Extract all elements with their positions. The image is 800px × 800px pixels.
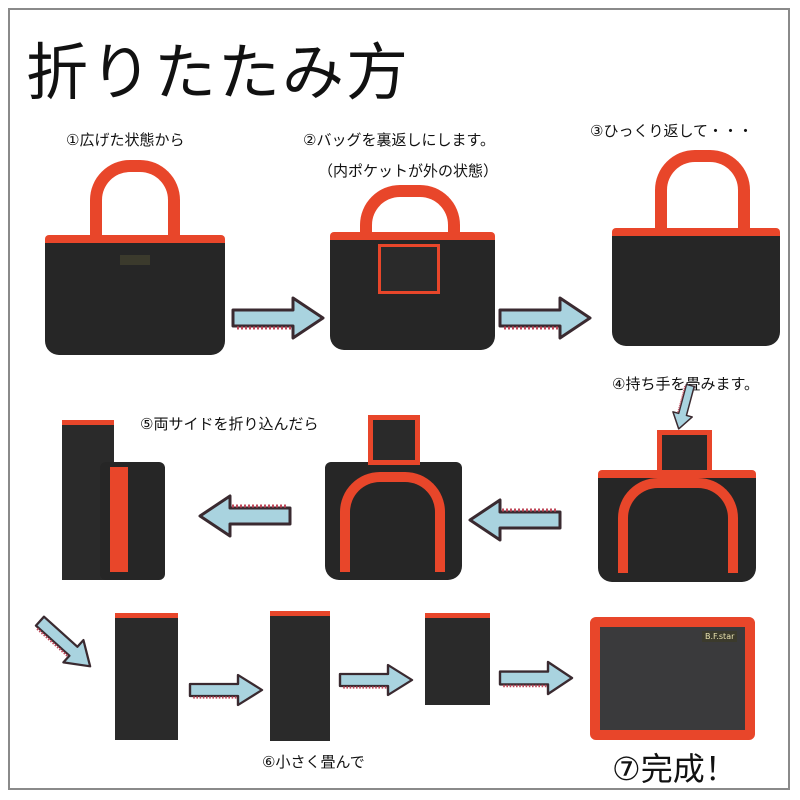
arrow-left-icon xyxy=(198,494,292,538)
border-frame xyxy=(8,8,790,790)
arrow-right-icon xyxy=(231,296,325,340)
bag-step-5a xyxy=(325,462,462,580)
arrow-right-icon xyxy=(498,296,592,340)
folded-step-6a xyxy=(115,613,178,740)
arrow-down-icon xyxy=(668,382,701,433)
step-3-caption: ③ひっくり返して・・・ xyxy=(590,122,753,140)
folded-step-6b xyxy=(270,611,330,741)
folded-complete: B.F.star xyxy=(590,617,755,740)
inner-pocket xyxy=(378,244,440,294)
folded-handle xyxy=(618,478,738,573)
folded-handle xyxy=(340,472,445,572)
arrow-down-right-icon xyxy=(28,608,102,679)
folded-step-6c xyxy=(425,613,490,705)
bag-step-1 xyxy=(45,235,225,355)
arrow-right-icon xyxy=(338,663,414,697)
page-title: 折りたたみ方 xyxy=(26,36,411,109)
bag-step-5b-right xyxy=(100,462,165,580)
step-7-caption: ⑦完成！ xyxy=(612,750,737,788)
step-4-caption: ④持ち手を畳みます。 xyxy=(612,375,759,393)
step-2-caption: ②バッグを裏返しにします。 xyxy=(303,131,495,149)
arrow-left-icon xyxy=(468,498,562,542)
bag-step-2 xyxy=(330,232,495,350)
arrow-right-icon xyxy=(188,673,264,707)
pocket-flap xyxy=(368,415,420,465)
step-5-caption: ⑤両サイドを折り込んだら xyxy=(140,415,319,433)
pocket-flap xyxy=(657,430,712,475)
step-2-note: （内ポケットが外の状態） xyxy=(318,162,499,180)
bag-label xyxy=(120,255,150,265)
bag-step-3 xyxy=(612,228,780,346)
step-6-caption: ⑥小さく畳んで xyxy=(262,753,365,771)
brand-label: B.F.star xyxy=(702,631,738,642)
step-1-caption: ①広げた状態から xyxy=(66,131,185,149)
arrow-right-icon xyxy=(498,660,574,696)
